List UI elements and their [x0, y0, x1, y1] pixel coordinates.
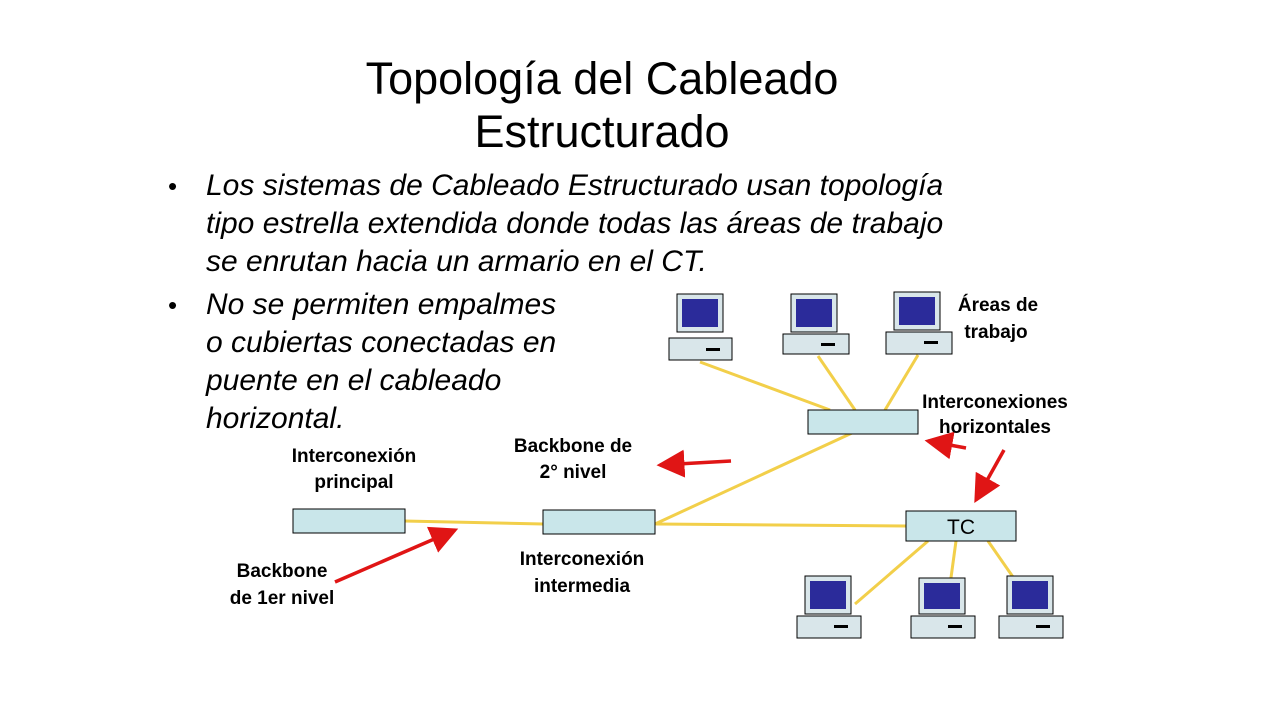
cable-ws1-hc: [699, 360, 831, 412]
cable-ws3-hc: [883, 354, 920, 411]
drive-slot: [706, 348, 720, 351]
label-backbone-1-2: de 1er nivel: [230, 588, 335, 609]
tc-label: TC: [947, 516, 975, 539]
bullet-dot: •: [168, 171, 178, 201]
label-areas-trabajo-2: trabajo: [964, 322, 1027, 343]
arrow-horizontales-left: [924, 431, 967, 460]
cable-principal-intermedia: [403, 519, 544, 526]
label-interconexion-principal-2: principal: [314, 472, 393, 493]
monitor-screen: [899, 297, 935, 325]
label-interconexiones-horizontales-1: Interconexiones: [922, 392, 1068, 413]
monitor-screen: [810, 581, 846, 609]
arrow-backbone-1: [334, 526, 459, 584]
arrows: [334, 431, 1006, 584]
bullet-2-line-1: No se permiten empalmes: [206, 288, 557, 321]
bullet-1-line-3: se enrutan hacia un armario en el CT.: [206, 245, 707, 278]
label-interconexion-principal-1: Interconexión: [292, 446, 417, 467]
cpu-case: [885, 331, 953, 355]
bullet-2: • No se permiten empalmes o cubiertas co…: [168, 286, 646, 438]
monitor-screen: [924, 583, 960, 609]
bullet-2-line-3: puente en el cableado: [206, 364, 502, 397]
drive-slot: [948, 625, 962, 628]
interconexion-principal-box: [292, 508, 406, 534]
title-line-2: Estructurado: [474, 106, 730, 157]
monitor-screen: [1012, 581, 1048, 609]
label-areas-trabajo-1: Áreas de: [958, 294, 1038, 316]
cpu-case: [998, 615, 1064, 639]
monitor-screen: [796, 299, 832, 327]
cable-tc-ws4: [854, 539, 929, 606]
cables: [403, 354, 1024, 606]
bullet-1-line-2: tipo estrella extendida donde todas las …: [206, 207, 944, 240]
label-interconexion-intermedia-2: intermedia: [534, 576, 631, 597]
bullet-2-line-2: o cubiertas conectadas en: [206, 326, 557, 359]
cpu-case: [796, 615, 862, 639]
tc-box: [905, 510, 1017, 542]
cpu-case: [668, 337, 733, 361]
interconexion-intermedia-box: [542, 509, 656, 535]
title-line-1: Topología del Cableado: [365, 53, 839, 104]
label-backbone-2-1: Backbone de: [514, 436, 632, 457]
drive-slot: [834, 625, 848, 628]
cable-hc-intermedia: [654, 431, 853, 526]
bullet-1: • Los sistemas de Cableado Estructurado …: [168, 167, 1106, 281]
workstation: [796, 575, 862, 639]
monitor-screen: [682, 299, 718, 327]
workstation: [998, 575, 1064, 639]
workstation: [668, 293, 733, 361]
drive-slot: [924, 341, 938, 344]
label-backbone-1-1: Backbone: [237, 561, 328, 582]
bullet-1-line-1: Los sistemas de Cableado Estructurado us…: [206, 169, 944, 202]
cable-ws2-hc: [816, 355, 857, 411]
cpu-case: [910, 615, 976, 639]
bullet-2-line-4: horizontal.: [206, 402, 345, 435]
workstation: [885, 291, 953, 355]
cpu-case: [782, 333, 850, 355]
slide-title: Topología del Cableado Estructurado: [300, 52, 904, 158]
arrow-backbone-2: [656, 449, 732, 478]
interconexiones-horizontales-box: [807, 409, 919, 435]
drive-slot: [1036, 625, 1050, 628]
label-backbone-2-2: 2° nivel: [540, 462, 607, 483]
label-interconexion-intermedia-1: Interconexión: [520, 549, 645, 570]
label-interconexiones-horizontales-2: horizontales: [939, 417, 1051, 438]
cable-intermedia-tc: [655, 522, 907, 528]
arrow-horizontales-down: [974, 449, 1006, 504]
workstation: [782, 293, 850, 355]
workstation: [910, 577, 976, 639]
bullet-dot: •: [168, 290, 178, 320]
drive-slot: [821, 343, 835, 346]
